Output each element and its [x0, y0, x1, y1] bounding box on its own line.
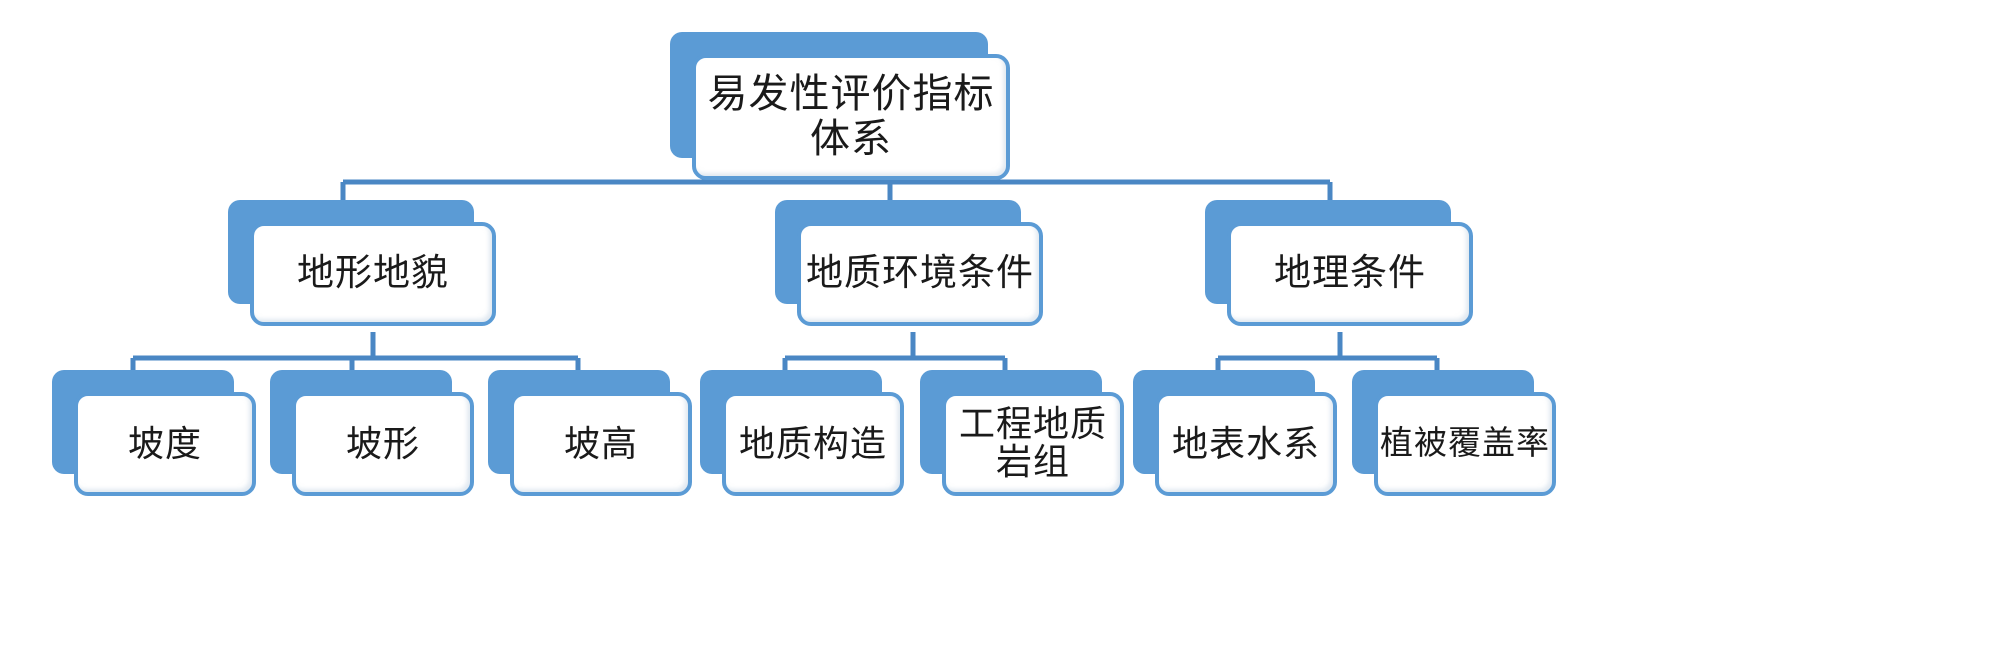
node-geo-structure[interactable]: 地质构造	[700, 370, 904, 496]
node-slope-shape[interactable]: 坡形	[270, 370, 474, 496]
node-label: 坡度	[127, 423, 202, 464]
node-card[interactable]: 坡高	[510, 392, 692, 496]
node-label: 地表水系	[1171, 423, 1320, 464]
node-label: 地质构造	[738, 423, 887, 464]
node-card[interactable]: 地质环境条件	[797, 222, 1043, 326]
node-root[interactable]: 易发性评价指标体系	[670, 32, 1010, 180]
node-card[interactable]: 坡度	[74, 392, 256, 496]
node-label: 地理条件	[1274, 253, 1426, 295]
node-surface-water[interactable]: 地表水系	[1133, 370, 1337, 496]
node-label: 地形地貌	[297, 253, 449, 295]
node-label: 植被覆盖率	[1380, 425, 1550, 462]
node-card[interactable]: 地表水系	[1155, 392, 1337, 496]
node-card[interactable]: 工程地质 岩组	[942, 392, 1124, 496]
node-terrain[interactable]: 地形地貌	[228, 200, 496, 326]
node-slope-height[interactable]: 坡高	[488, 370, 692, 496]
node-veg-cover[interactable]: 植被覆盖率	[1352, 370, 1556, 496]
node-label: 工程地质 岩组	[958, 404, 1107, 482]
node-card[interactable]: 易发性评价指标体系	[692, 54, 1010, 180]
node-geoenv[interactable]: 地质环境条件	[775, 200, 1043, 326]
node-label: 坡高	[563, 423, 638, 464]
node-label: 坡形	[345, 423, 420, 464]
node-rock-group[interactable]: 工程地质 岩组	[920, 370, 1124, 496]
node-card[interactable]: 地理条件	[1227, 222, 1473, 326]
node-slope-grade[interactable]: 坡度	[52, 370, 256, 496]
node-label: 地质环境条件	[806, 253, 1034, 295]
node-label: 易发性评价指标体系	[707, 71, 995, 161]
node-card[interactable]: 地质构造	[722, 392, 904, 496]
node-card[interactable]: 植被覆盖率	[1374, 392, 1556, 496]
node-card[interactable]: 坡形	[292, 392, 474, 496]
node-geography[interactable]: 地理条件	[1205, 200, 1473, 326]
node-card[interactable]: 地形地貌	[250, 222, 496, 326]
